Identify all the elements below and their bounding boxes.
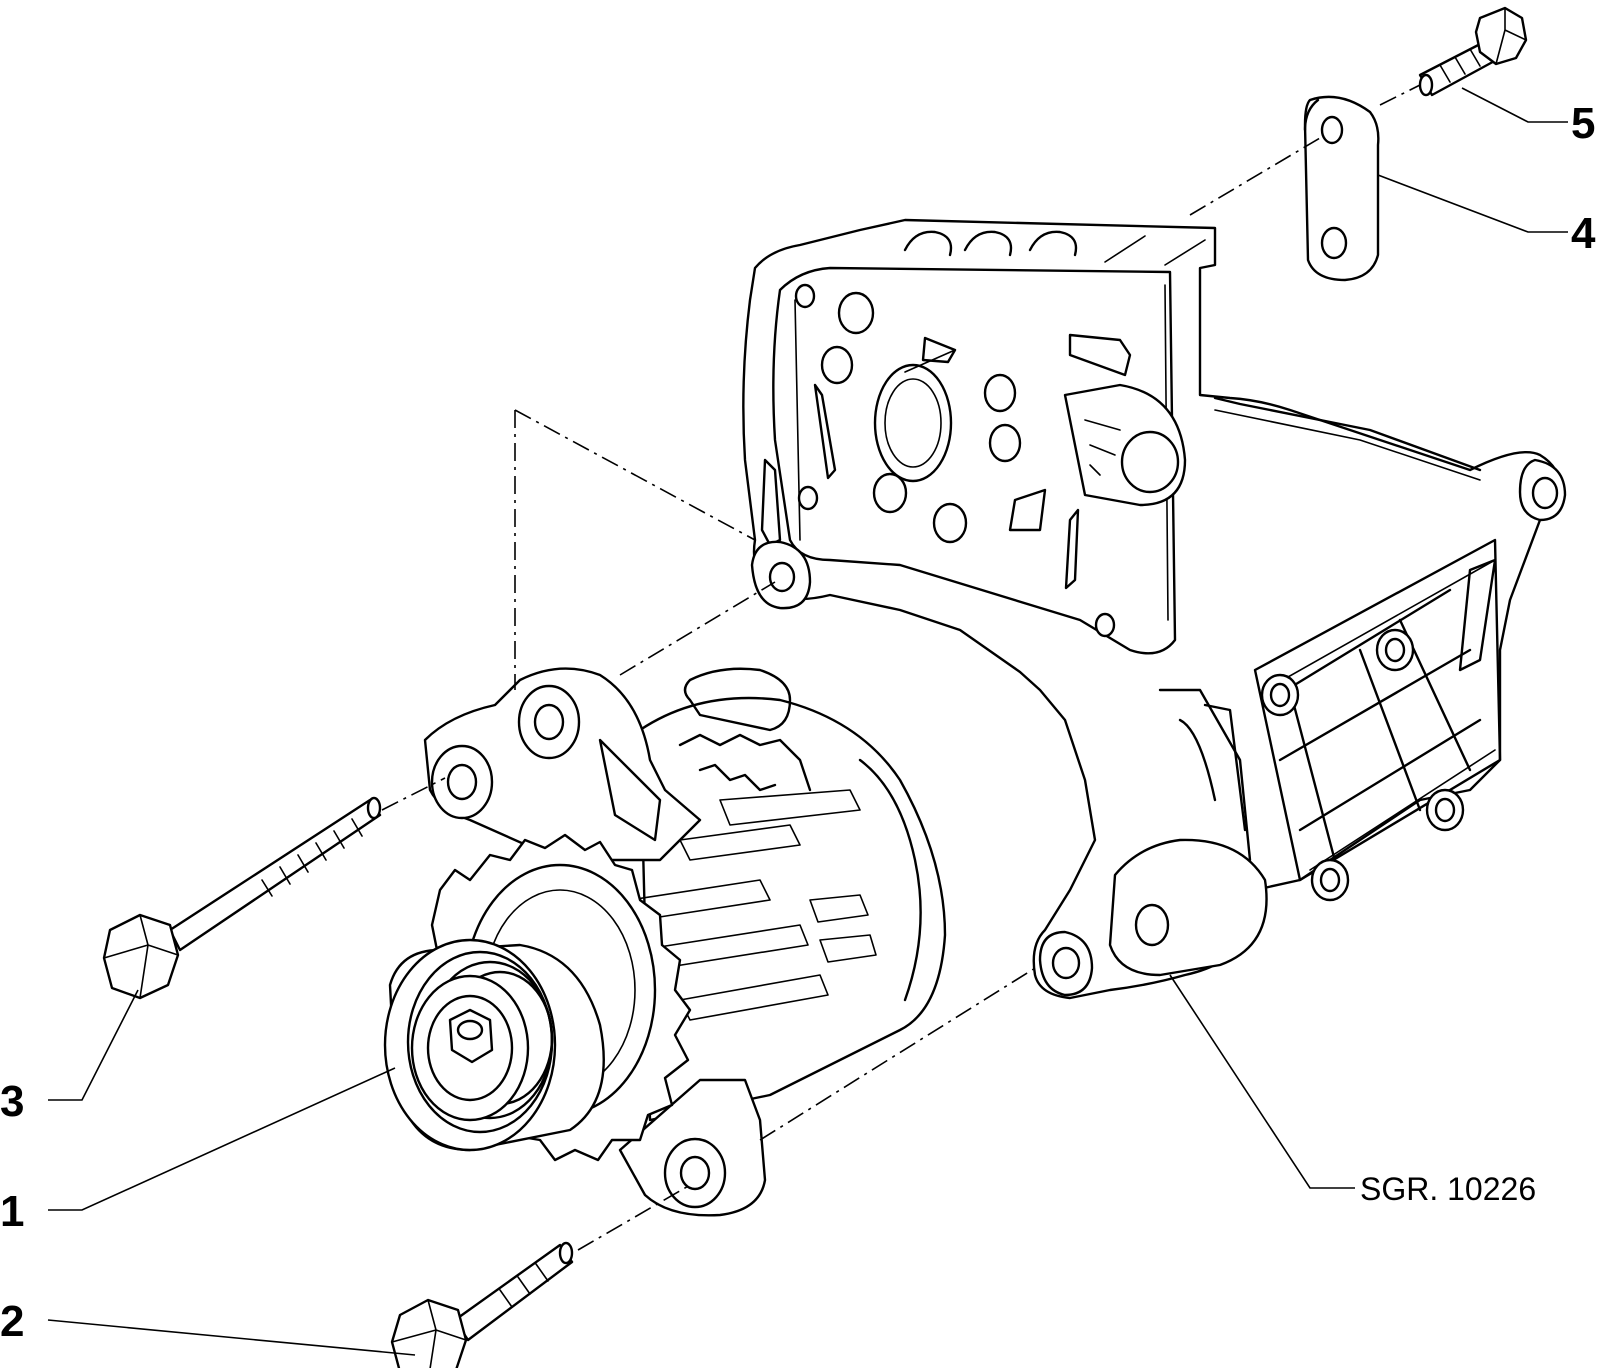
short-bolt-icon [390, 1241, 574, 1368]
mounting-bracket-icon [742, 218, 1567, 1000]
callout-5: 5 [1571, 99, 1595, 148]
reference-label: SGR. 10226 [1360, 1171, 1536, 1207]
leader-1 [48, 1067, 396, 1211]
leader-lines [47, 87, 1568, 1356]
screw-icon [1418, 6, 1528, 97]
leader-5 [1461, 87, 1568, 123]
link-plate-icon [1303, 95, 1380, 282]
leader-2 [47, 1319, 416, 1356]
callout-3: 3 [0, 1077, 24, 1126]
leader-ref [1169, 974, 1355, 1189]
alternator-icon [383, 667, 947, 1217]
callout-1: 1 [0, 1187, 24, 1236]
callout-labels: 1 2 3 4 5 SGR. 10226 [0, 99, 1596, 1346]
callout-4: 4 [1571, 209, 1596, 258]
leader-3 [48, 989, 139, 1101]
leader-4 [1377, 174, 1568, 233]
long-bolt-icon [102, 796, 382, 1000]
callout-2: 2 [0, 1297, 24, 1346]
assembly-axis-lines [381, 84, 1421, 1251]
